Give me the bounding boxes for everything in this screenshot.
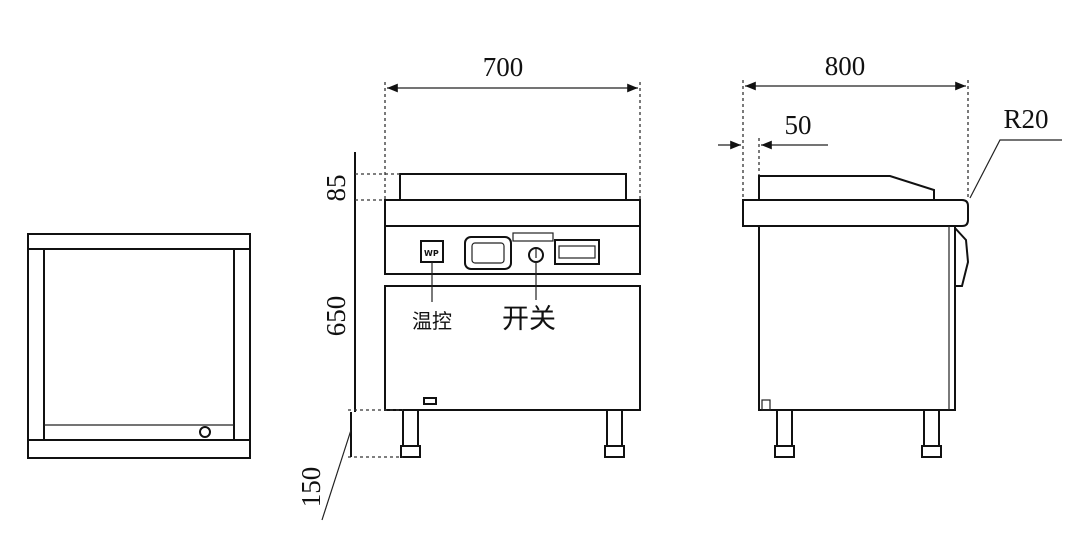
label-temp-control: 温控 [412,309,452,333]
dim-radius: R20 [1003,104,1048,134]
dim-offset-side: 50 [785,110,812,140]
leg-right [606,409,623,447]
leg-left [402,409,419,447]
label-switch: 开关 [502,304,556,335]
dim-depth-side: 800 [825,51,866,81]
front-view: 700 WP 温控 开关 [296,52,641,521]
top-view [27,233,251,459]
dim-width-front: 700 [483,52,524,82]
brand-plate [554,239,600,265]
dim-body-height: 650 [321,296,351,337]
dim-top-height: 85 [321,175,351,202]
drain-hole-icon [199,426,211,438]
dim-leg-height: 150 [296,467,326,508]
side-view: 800 50 R20 [718,51,1062,458]
display-window [464,236,512,270]
svg-text:WP: WP [424,249,439,258]
